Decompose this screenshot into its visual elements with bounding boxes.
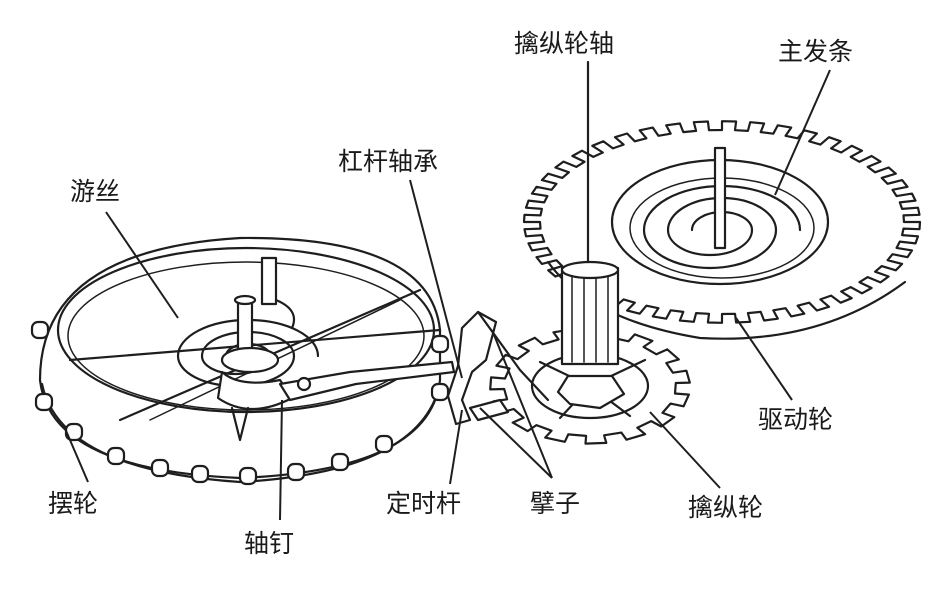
rim-screw xyxy=(238,466,258,486)
label-balance-wheel: 摆轮 xyxy=(48,489,98,518)
escape-pinion-axle xyxy=(560,60,620,366)
mainspring xyxy=(642,146,802,270)
rim-screw xyxy=(30,320,50,340)
rim-screw xyxy=(106,446,126,466)
label-escape-wheel: 擒纵轮 xyxy=(688,493,763,522)
label-banking-pin: 定时杆 xyxy=(386,489,461,518)
label-balance-staff-pin: 轴钉 xyxy=(244,529,294,558)
rim-screw xyxy=(330,452,350,472)
rim-screw xyxy=(430,334,450,354)
labels: 擒纵轮轴 主发条 杠杆轴承 游丝 驱动轮 摆轮 轴钉 定时杆 擘子 擒纵轮 xyxy=(48,29,853,558)
label-pallets: 擘子 xyxy=(530,489,580,518)
rim-screw xyxy=(190,464,210,484)
balance-staff xyxy=(216,294,456,442)
rim-screw xyxy=(150,458,170,478)
rim-screw xyxy=(34,392,54,412)
rim-screw xyxy=(286,462,306,482)
label-pallet-staff-bearing: 杠杆轴承 xyxy=(338,147,438,176)
rim-screw xyxy=(430,382,450,402)
leader-lines xyxy=(63,62,831,521)
balance-rim-screws xyxy=(30,320,450,486)
rim-screw xyxy=(374,434,394,454)
label-escape-pinion-axle: 擒纵轮轴 xyxy=(514,29,614,58)
label-mainspring: 主发条 xyxy=(778,37,853,66)
label-hairspring: 游丝 xyxy=(70,177,120,206)
label-drive-wheel: 驱动轮 xyxy=(758,405,833,434)
